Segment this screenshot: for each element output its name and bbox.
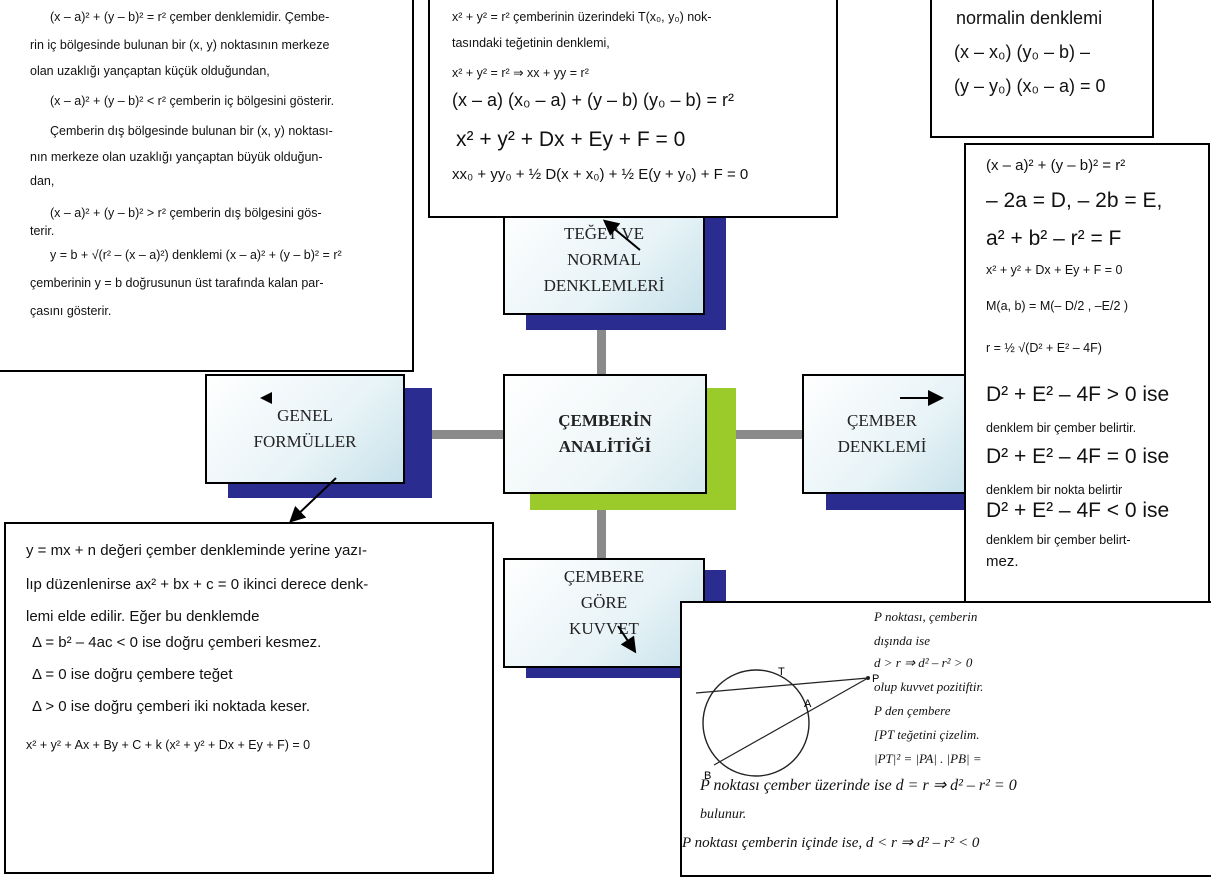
- figure-tangent-line: [696, 677, 869, 694]
- tm-line-0: x² + y² = r² çemberinin üzerindeki T(x₀,…: [452, 10, 712, 24]
- bl-line-5: Δ > 0 ise doğru çemberi iki noktada kese…: [32, 698, 311, 715]
- info-box-tangent: x² + y² = r² çemberinin üzerindeki T(x₀,…: [428, 0, 838, 218]
- tl-line-0: (x – a)² + (y – b)² = r² çember denklemi…: [50, 10, 330, 24]
- br-side-1: dışında ise: [874, 633, 930, 648]
- r-line-7: denklem bir çember belirtir.: [986, 421, 1137, 435]
- info-box-normal: normalin denklemi (x – x₀) (y₀ – b) – (y…: [930, 0, 1154, 138]
- r-line-1: – 2a = D, – 2b = E,: [986, 189, 1163, 212]
- node-genel-formuller[interactable]: GENEL FORMÜLLER: [205, 374, 405, 484]
- figure-label-a: A: [804, 698, 812, 710]
- connector-bottom: [597, 508, 606, 562]
- info-box-line-intersection: y = mx + n değeri çember denkleminde yer…: [4, 522, 494, 874]
- tl-line-10: çemberinin y = b doğrusunun üst tarafınd…: [30, 276, 324, 290]
- figure-circle: [702, 669, 810, 777]
- tl-line-7: (x – a)² + (y – b)² > r² çemberin dış bö…: [50, 206, 322, 220]
- tm-line-5: xx₀ + yy₀ + ½ D(x + x₀) + ½ E(y + y₀) + …: [452, 166, 749, 183]
- tm-line-3: (x – a) (x₀ – a) + (y – b) (y₀ – b) = r²: [452, 90, 735, 110]
- tr-line-0: normalin denklemi: [956, 8, 1103, 28]
- arrow-to-tangent-box: [602, 219, 641, 251]
- node-genel-line2: FORMÜLLER: [253, 432, 357, 451]
- arrow-genel-left: [260, 392, 272, 404]
- power-of-point-figure: T P A B: [696, 666, 879, 782]
- tm-line-4: x² + y² + Dx + Ey + F = 0: [456, 128, 686, 151]
- br-bottom-2: P noktası çemberin içinde ise, d < r ⇒ d…: [682, 835, 980, 851]
- br-side-6: |PT|² = |PA| . |PB| =: [874, 751, 982, 766]
- figure-label-p: P: [872, 673, 879, 685]
- bl-line-0: y = mx + n değeri çember denkleminde yer…: [26, 542, 367, 559]
- br-side-5: [PT teğetini çizelim.: [874, 727, 980, 742]
- figure-point-p: [866, 676, 870, 680]
- node-teget-line3: DENKLEMLERİ: [543, 276, 665, 295]
- r-line-11: denklem bir çember belirt-: [986, 533, 1131, 547]
- br-side-4: P den çembere: [874, 703, 951, 718]
- bl-line-3: Δ = b² – 4ac < 0 ise doğru çemberi kesme…: [32, 634, 322, 651]
- node-cembere-gore-kuvvet[interactable]: ÇEMBERE GÖRE KUVVET: [503, 558, 705, 668]
- info-box-power-of-point: T P A B P noktası, çemberin dışında ise …: [680, 601, 1211, 877]
- figure-secant-line: [713, 677, 869, 766]
- br-bottom-1: bulunur.: [700, 807, 747, 822]
- arrow-to-formula-box: [289, 477, 337, 523]
- tl-line-2: olan uzaklığı yançaptan küçük olduğundan…: [30, 64, 270, 78]
- connector-left: [402, 430, 504, 439]
- tl-line-1: rin iç bölgesinde bulunan bir (x, y) nok…: [30, 38, 330, 52]
- info-box-circle-equation: (x – a)² + (y – b)² = r² – 2a = D, – 2b …: [964, 143, 1210, 603]
- tl-line-5: nın merkeze olan uzaklığı yançaptan büyü…: [30, 150, 323, 164]
- info-box-general-circle: (x – a)² + (y – b)² = r² çember denklemi…: [0, 0, 414, 372]
- r-line-6: D² + E² – 4F > 0 ise: [986, 383, 1170, 406]
- r-line-3: x² + y² + Dx + Ey + F = 0: [986, 263, 1123, 277]
- tm-line-2: x² + y² = r² ⇒ xx + yy = r²: [452, 66, 589, 80]
- tm-line-1: tasındaki teğetinin denklemi,: [452, 36, 610, 50]
- tl-line-4: Çemberin dış bölgesinde bulunan bir (x, …: [50, 124, 333, 138]
- node-kuvvet-line2: GÖRE: [580, 593, 628, 612]
- br-side-0: P noktası, çemberin: [874, 609, 978, 624]
- figure-label-t: T: [778, 666, 785, 678]
- bl-line-6: x² + y² + Ax + By + C + k (x² + y² + Dx …: [26, 738, 311, 752]
- r-line-12: mez.: [986, 553, 1019, 570]
- tl-line-3: (x – a)² + (y – b)² < r² çemberin iç böl…: [50, 94, 335, 108]
- node-denklem-line2: DENKLEMİ: [837, 437, 927, 456]
- node-denklem-line1: ÇEMBER: [847, 411, 917, 430]
- br-side-2: d > r ⇒ d² – r² > 0: [874, 655, 973, 670]
- tl-line-11: çasını gösterir.: [30, 304, 112, 318]
- bl-line-1: lıp düzenlenirse ax² + bx + c = 0 ikinci…: [26, 576, 369, 593]
- node-genel-line1: GENEL: [277, 406, 333, 425]
- center-title-line1: ÇEMBERİN: [558, 411, 652, 430]
- node-kuvvet-line3: KUVVET: [569, 619, 639, 638]
- r-line-0: (x – a)² + (y – b)² = r²: [986, 157, 1126, 174]
- tl-line-6: dan,: [30, 174, 55, 188]
- connector-top: [597, 325, 606, 377]
- r-line-5: r = ½ √(D² + E² – 4F): [986, 341, 1102, 355]
- tl-line-9: y = b + √(r² – (x – a)²) denklemi (x – a…: [50, 248, 342, 262]
- r-line-2: a² + b² – r² = F: [986, 227, 1122, 250]
- node-center-title[interactable]: ÇEMBERİN ANALİTİĞİ: [503, 374, 707, 494]
- arrow-to-power-box: [617, 625, 637, 654]
- tr-line-1: (x – x₀) (y₀ – b) –: [954, 42, 1090, 62]
- r-line-4: M(a, b) = M(– D/2 , –E/2 ): [986, 299, 1129, 313]
- tr-line-2: (y – y₀) (x₀ – a) = 0: [954, 76, 1106, 96]
- tl-line-8: terir.: [30, 224, 55, 238]
- figure-label-b: B: [704, 770, 711, 782]
- br-bottom-0: P noktası çember üzerinde ise d = r ⇒ d²…: [700, 777, 1017, 794]
- br-side-3: olup kuvvet pozitiftir.: [874, 679, 984, 694]
- r-line-8: D² + E² – 4F = 0 ise: [986, 445, 1170, 468]
- node-kuvvet-line1: ÇEMBERE: [563, 567, 645, 586]
- node-teget-line2: NORMAL: [567, 250, 641, 269]
- r-line-9: denklem bir nokta belirtir: [986, 483, 1123, 497]
- r-line-10: D² + E² – 4F < 0 ise: [986, 499, 1170, 522]
- center-title-line2: ANALİTİĞİ: [558, 437, 652, 456]
- bl-line-2: lemi elde edilir. Eğer bu denklemde: [26, 608, 260, 625]
- connector-right: [700, 430, 804, 439]
- bl-line-4: Δ = 0 ise doğru çembere teğet: [32, 666, 233, 683]
